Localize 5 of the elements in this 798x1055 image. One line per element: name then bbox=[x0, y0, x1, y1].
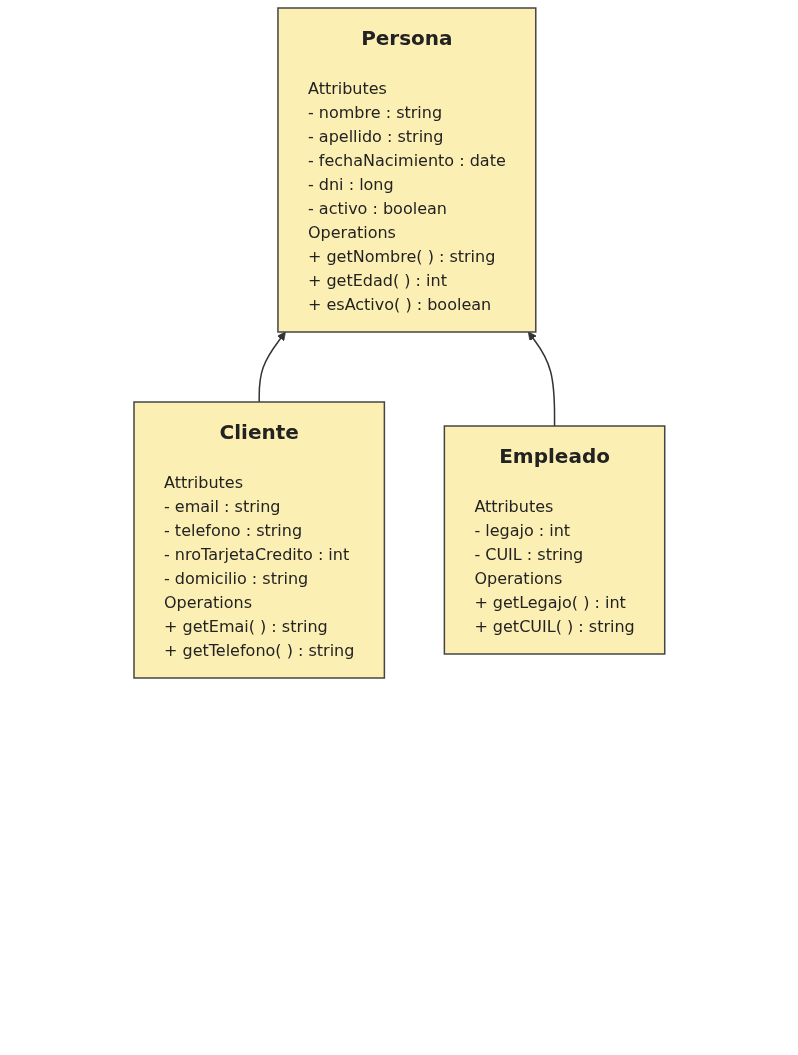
node-box: Empleado Attributes - legajo : int - CUIL : string Operations + getLegajo( ) : int + getCUIL( ) : string bbox=[443, 425, 666, 655]
arrow bbox=[527, 331, 555, 427]
node-box: Persona Attributes - nombre : string - apellido : string - fechaNacimiento : date - dni : long - activo : boolean Operations + getNombre( ) : string + getEdad( ) : int + esActivo( ) : boolean bbox=[276, 7, 537, 333]
arrow bbox=[258, 331, 286, 403]
node-box: Cliente Attributes - email : string - telefono : string - nroTarjetaCredito : int - domicilio : string Operations + getEmai( ) : string + getTelefono( ) : string bbox=[132, 401, 385, 679]
